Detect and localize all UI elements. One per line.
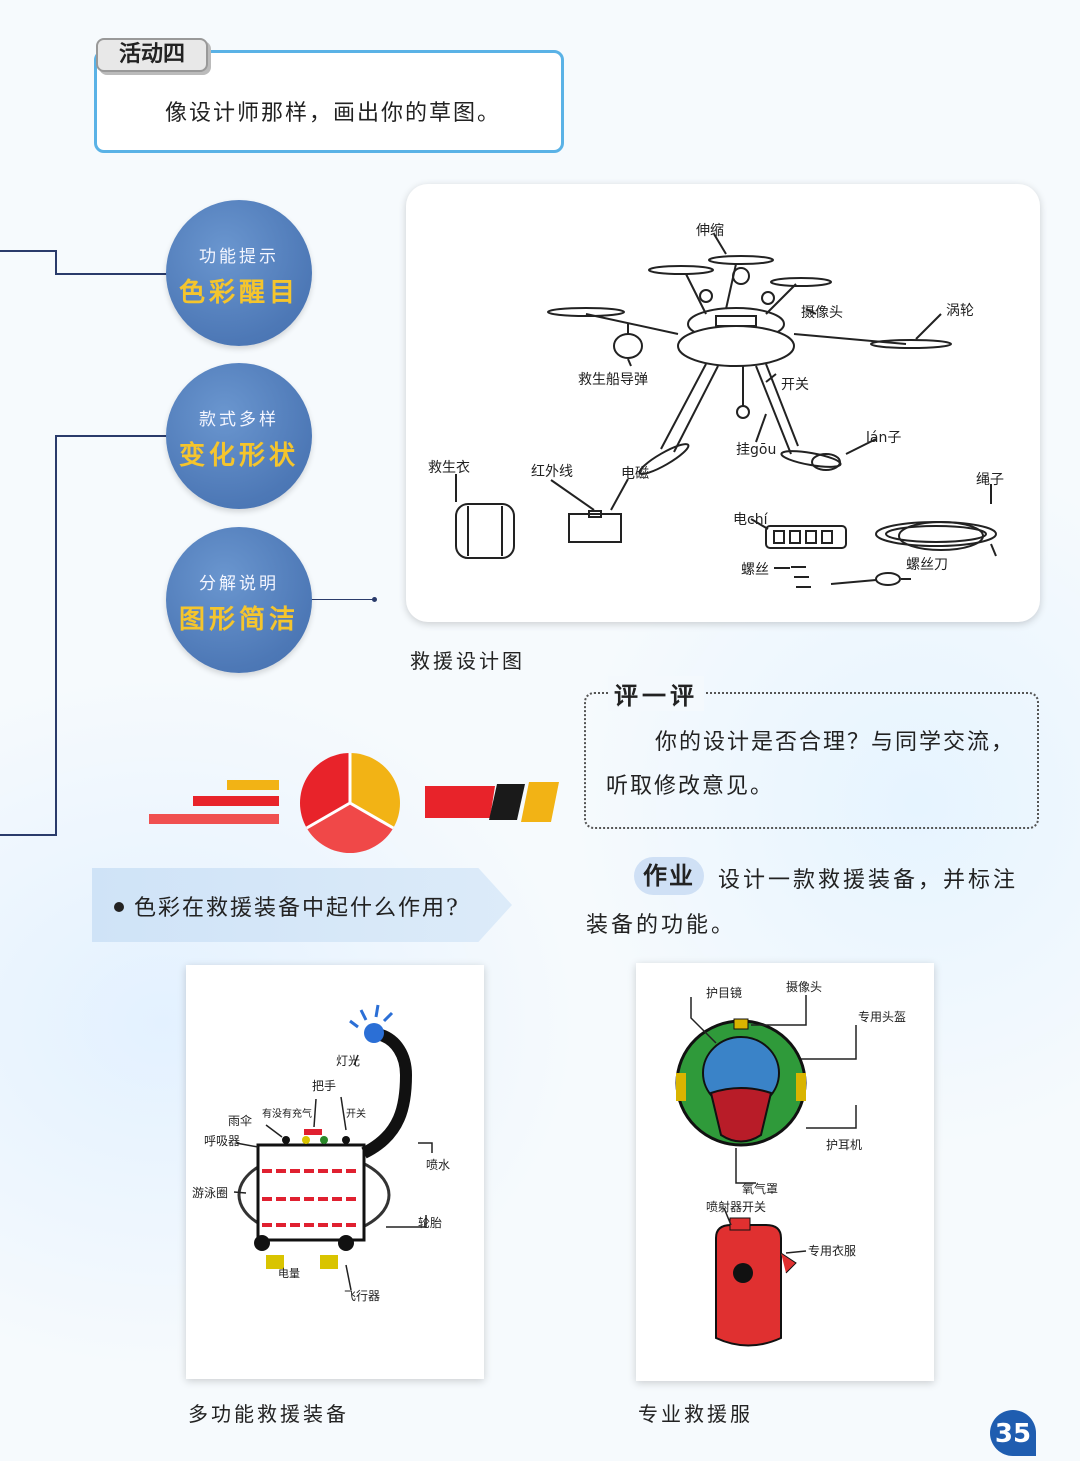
label-battery2: 电chí <box>733 512 769 528</box>
label-sprayer: 喷射器开关 <box>706 1199 766 1214</box>
connector-line <box>55 250 57 274</box>
activity-instruction: 像设计师那样，画出你的草图。 <box>165 101 502 126</box>
label-screw: 螺丝 <box>741 562 769 578</box>
label-hook: 挂gōu <box>736 442 776 458</box>
tip-circle-function: 功能提示 色彩醒目 <box>166 200 312 346</box>
label-light: 灯光 <box>336 1054 360 1068</box>
main-drawing-caption: 救援设计图 <box>410 649 525 673</box>
circle-big-text: 变化形状 <box>178 441 299 471</box>
drone-sketch: 伸缩 摄像头 涡轮 救生船导弹 开关 挂gōu lán子 救生衣 红外线 电磁 … <box>428 223 1004 588</box>
pie-shape <box>300 753 400 853</box>
label-lifejacket: 救生衣 <box>428 460 470 476</box>
circle-small-text: 款式多样 <box>199 410 279 430</box>
right-drawing-caption: 专业救援服 <box>638 1402 753 1426</box>
label-switch: 开关 <box>346 1107 366 1120</box>
label-battery: 电量 <box>278 1267 300 1280</box>
suit-sketch: 护目镜 摄像头 专用头盔 护耳机 氧气罩 喷射器开关 专用衣服 <box>675 979 906 1347</box>
tip-circle-decompose: 分解说明 图形简洁 <box>166 527 312 673</box>
page-number: 35 <box>990 1410 1036 1456</box>
label-camera: 摄像头 <box>786 979 822 994</box>
label-suit: 专用衣服 <box>808 1243 856 1258</box>
label-switch: 开关 <box>781 377 809 393</box>
red-block <box>425 786 495 818</box>
color-shapes <box>149 753 559 853</box>
label-goggles: 护目镜 <box>706 985 742 1000</box>
circle-small-text: 分解说明 <box>199 574 279 594</box>
equipment-sketch: 灯光 把手 雨伞 有没有充气 开关 呼吸器 喷水 游泳圈 轮胎 电量 飞行器 <box>192 1004 450 1303</box>
connector-line <box>0 834 57 836</box>
label-lifebuoy: 游泳圈 <box>192 1186 228 1200</box>
circle-small-text: 功能提示 <box>199 247 279 267</box>
label-battery: 电磁 <box>621 466 649 482</box>
light-red-bar <box>149 814 279 824</box>
connector-line <box>0 250 56 252</box>
bullet-dot <box>114 902 124 912</box>
rescue-design-drawing: 伸缩 摄像头 涡轮 救生船导弹 开关 挂gōu lán子 救生衣 红外线 电磁 … <box>406 184 1040 622</box>
black-block <box>489 784 525 820</box>
evaluate-line1: 你的设计是否合理？与同学交流， <box>655 730 1016 755</box>
question-banner <box>92 868 512 942</box>
connector-line <box>55 435 57 835</box>
label-spray: 喷水 <box>426 1158 450 1172</box>
circle-big-text: 色彩醒目 <box>178 278 299 308</box>
label-flyer: 飞行器 <box>344 1289 380 1303</box>
circle-big-text: 图形简洁 <box>178 605 299 635</box>
label-lifeboat-missile: 救生船导弹 <box>578 372 648 388</box>
yellow-block <box>521 782 559 822</box>
label-rope-lan: lán子 <box>866 430 901 446</box>
connector-line <box>55 273 167 275</box>
rescue-suit-drawing: 护目镜 摄像头 专用头盔 护耳机 氧气罩 喷射器开关 专用衣服 <box>636 963 934 1381</box>
activity-tab: 活动四 <box>96 38 208 72</box>
connector-line <box>300 599 374 600</box>
label-oxygen: 氧气罩 <box>742 1181 778 1196</box>
label-screwdriver: 螺丝刀 <box>906 557 948 573</box>
label-tire: 轮胎 <box>418 1216 442 1230</box>
label-rope: 绳子 <box>976 472 1004 488</box>
yellow-bar <box>227 780 279 790</box>
homework-line2: 装备的功能。 <box>586 913 737 938</box>
homework-tag: 作业 <box>634 857 704 895</box>
connector-line <box>55 435 167 437</box>
label-fan: 雨伞 <box>228 1113 252 1128</box>
homework-line1: 设计一款救援装备，并标注 <box>718 868 1019 893</box>
multi-function-equipment-drawing: 灯光 把手 雨伞 有没有充气 开关 呼吸器 喷水 游泳圈 轮胎 电量 飞行器 <box>186 965 484 1379</box>
label-infrared: 红外线 <box>531 464 573 480</box>
label-inflate: 有没有充气 <box>262 1107 312 1120</box>
evaluate-title: 评一评 <box>608 676 704 711</box>
left-drawing-caption: 多功能救援装备 <box>188 1402 349 1426</box>
label-earmuff: 护耳机 <box>826 1138 862 1152</box>
label-handle: 把手 <box>312 1079 336 1093</box>
label-turbine: 涡轮 <box>946 303 974 319</box>
tip-circle-style: 款式多样 变化形状 <box>166 363 312 509</box>
label-breather: 呼吸器 <box>204 1134 240 1148</box>
question-text: 色彩在救援装备中起什么作用? <box>134 896 460 921</box>
label-extend: 伸缩 <box>696 223 724 239</box>
evaluate-box <box>584 692 1039 829</box>
label-helmet: 专用头盔 <box>858 1009 906 1024</box>
label-camera: 摄像头 <box>801 305 843 321</box>
connector-dot <box>372 597 377 602</box>
evaluate-line2: 听取修改意见。 <box>606 774 775 799</box>
red-bar <box>193 796 279 806</box>
